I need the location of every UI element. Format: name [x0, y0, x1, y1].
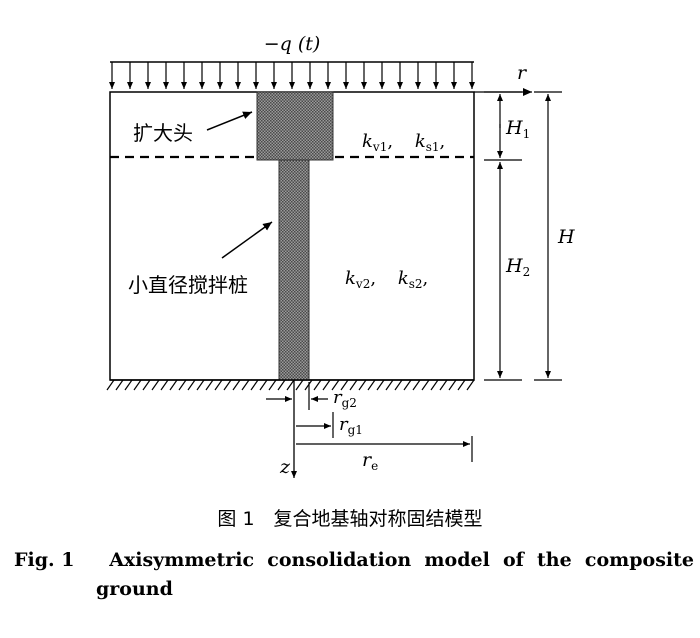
- distributed-load: [109, 61, 475, 89]
- hatch-line: [376, 379, 385, 391]
- ground-base-hatch: [106, 379, 475, 391]
- hatch-line: [457, 379, 466, 391]
- hatch-line: [448, 379, 457, 391]
- hatch-line: [439, 379, 448, 391]
- pile-label: 小直径搅拌桩: [128, 273, 248, 297]
- pile-head-pointer-arrow: [206, 111, 253, 131]
- caption-word: the: [537, 549, 572, 571]
- hatch-line: [151, 379, 160, 391]
- hatch-line: [214, 379, 223, 391]
- hatch-line: [169, 379, 178, 391]
- hatch-line: [250, 379, 259, 391]
- hatch-line: [178, 379, 187, 391]
- hatch-line: [295, 379, 304, 391]
- hatch-line: [268, 379, 277, 391]
- dimension-re-label: re: [362, 449, 378, 473]
- caption-word: of: [502, 549, 524, 571]
- dimension-h1: [484, 91, 522, 161]
- hatch-line: [286, 379, 295, 391]
- layer2-permeability-label: kv2, ks2,: [345, 268, 428, 291]
- caption-english-line1: Fig. 1 Axisymmetric consolidation model …: [14, 546, 694, 575]
- r-axis-label: r: [517, 62, 528, 84]
- dimension-rg2: [266, 382, 328, 410]
- load-label: −q (t): [264, 33, 321, 55]
- dimension-h2-label: H2: [505, 255, 530, 279]
- dimension-h1-label: H1: [505, 117, 530, 141]
- hatch-line: [115, 379, 124, 391]
- hatch-line: [466, 379, 475, 391]
- pile-pointer-arrow: [221, 221, 273, 259]
- hatch-line: [340, 379, 349, 391]
- hatch-line: [358, 379, 367, 391]
- hatch-line: [331, 379, 340, 391]
- hatch-line: [349, 379, 358, 391]
- dimension-re: [296, 436, 473, 462]
- caption-word: consolidation: [267, 549, 412, 571]
- enlarged-pile-head: [256, 91, 334, 161]
- caption-word: Axisymmetric: [109, 549, 255, 571]
- caption-figure-number: Fig. 1: [14, 549, 75, 571]
- hatch-line: [241, 379, 250, 391]
- hatch-line: [385, 379, 394, 391]
- hatch-line: [403, 379, 412, 391]
- caption-english: Fig. 1 Axisymmetric consolidation model …: [14, 546, 694, 604]
- hatch-line: [367, 379, 376, 391]
- hatch-line: [322, 379, 331, 391]
- dimension-rg2-label: rg2: [333, 387, 357, 410]
- small-diameter-mixing-pile: [278, 159, 310, 381]
- load-arrows: [109, 62, 475, 89]
- dimension-h: [534, 91, 562, 381]
- hatch-line: [430, 379, 439, 391]
- consolidation-model-diagram: −q (t) r 扩大头 小直径搅拌桩 kv1, ks1, kv2, ks2, …: [106, 33, 575, 478]
- hatch-lines: [106, 379, 475, 391]
- hatch-line: [232, 379, 241, 391]
- hatch-line: [142, 379, 151, 391]
- caption-english-line2: ground: [96, 578, 173, 600]
- hatch-line: [187, 379, 196, 391]
- hatch-line: [223, 379, 232, 391]
- hatch-line: [106, 379, 115, 391]
- hatch-line: [412, 379, 421, 391]
- hatch-line: [160, 379, 169, 391]
- hatch-line: [133, 379, 142, 391]
- hatch-line: [124, 379, 133, 391]
- hatch-line: [394, 379, 403, 391]
- hatch-line: [205, 379, 214, 391]
- caption-word: model: [424, 549, 490, 571]
- layer1-permeability-label: kv1, ks1,: [362, 131, 445, 154]
- hatch-line: [313, 379, 322, 391]
- hatch-line: [421, 379, 430, 391]
- dimension-h-label: H: [557, 226, 575, 248]
- dimension-h2: [484, 162, 522, 381]
- caption-word: composite: [584, 549, 694, 571]
- z-axis-label: z: [279, 456, 291, 478]
- hatch-line: [277, 379, 286, 391]
- dimension-rg1-label: rg1: [339, 414, 363, 437]
- hatch-line: [259, 379, 268, 391]
- hatch-line: [196, 379, 205, 391]
- caption-chinese: 图 1 复合地基轴对称固结模型: [217, 508, 483, 530]
- dimension-rg1: [296, 412, 334, 438]
- pile-head-label: 扩大头: [133, 121, 193, 145]
